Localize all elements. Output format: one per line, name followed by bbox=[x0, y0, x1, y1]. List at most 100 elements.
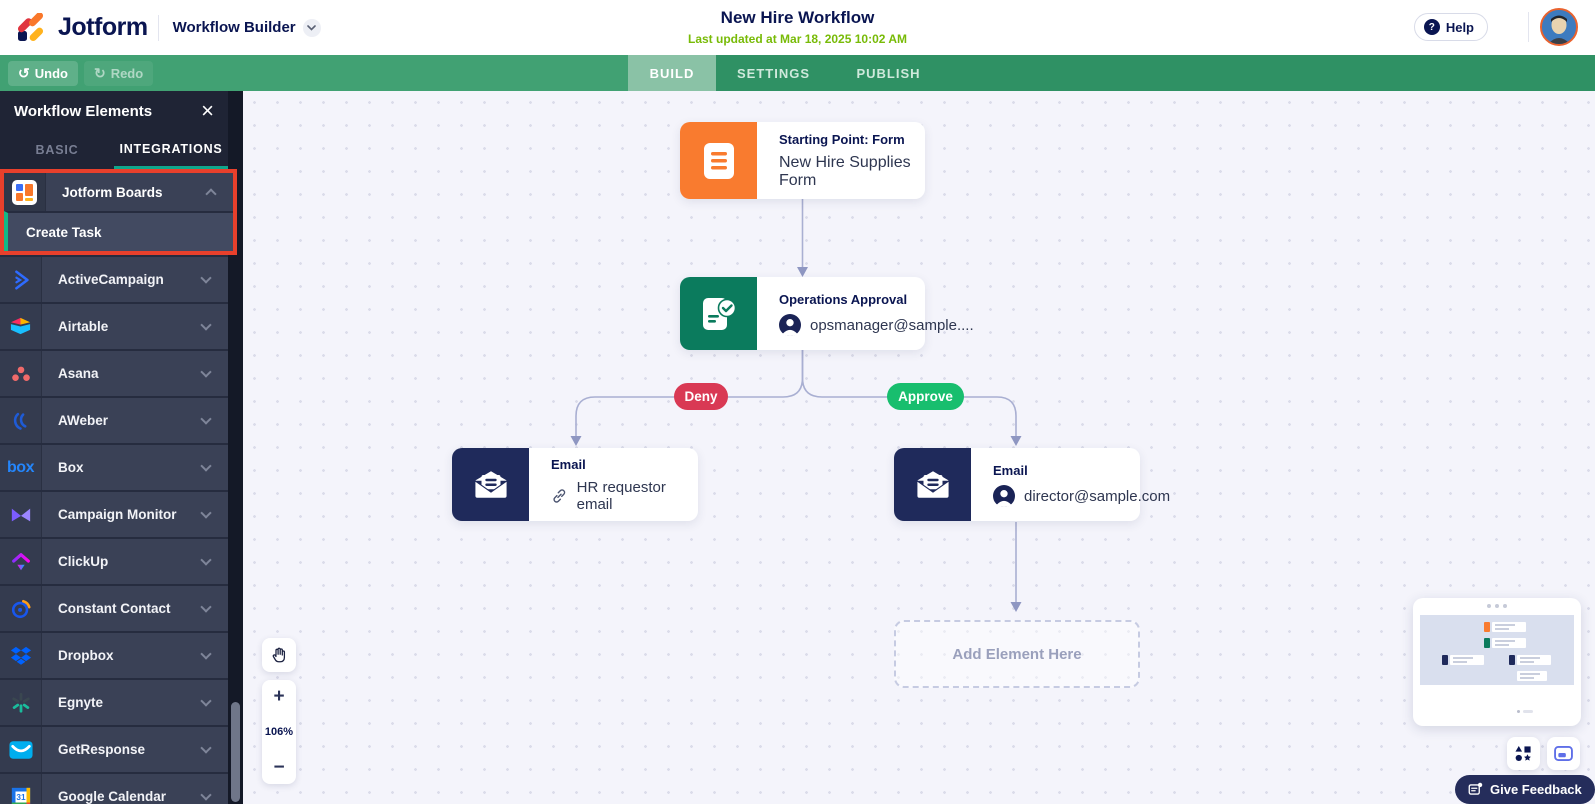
sidebar-item-activecampaign[interactable]: ActiveCampaign bbox=[0, 257, 228, 302]
zoom-in-button[interactable]: + bbox=[273, 686, 285, 707]
icon-cell: 31 bbox=[0, 774, 42, 804]
chevron-down-icon bbox=[200, 459, 212, 472]
zoom-out-button[interactable]: − bbox=[273, 757, 285, 778]
aweber-icon bbox=[13, 412, 26, 430]
tab-build[interactable]: BUILD bbox=[628, 55, 716, 91]
add-element-placeholder[interactable]: Add Element Here bbox=[894, 620, 1140, 688]
chevron-down-icon bbox=[200, 271, 212, 284]
redo-icon: ↻ bbox=[93, 65, 106, 81]
elements-shortcut-button[interactable] bbox=[1507, 737, 1540, 770]
branch-deny-pill[interactable]: Deny bbox=[674, 383, 728, 410]
node-operations-approval[interactable]: Operations Approval opsmanager@sample...… bbox=[680, 277, 974, 350]
user-avatar-icon bbox=[779, 314, 801, 336]
sidebar-item-getresponse[interactable]: GetResponse bbox=[0, 727, 228, 772]
minimap-pager bbox=[1517, 710, 1533, 713]
branch-approve-pill[interactable]: Approve bbox=[887, 383, 964, 410]
node-subtitle: opsmanager@sample.... bbox=[810, 316, 974, 334]
sidebar-item-box[interactable]: box Box bbox=[0, 445, 228, 490]
chevron-down-icon bbox=[200, 788, 212, 801]
node-title: Email bbox=[993, 463, 1028, 478]
undo-button[interactable]: ↺ Undo bbox=[8, 60, 78, 86]
node-title: Email bbox=[551, 457, 586, 472]
avatar[interactable] bbox=[1540, 8, 1578, 46]
chevron-down-icon bbox=[200, 506, 212, 519]
product-switcher-button[interactable] bbox=[302, 18, 321, 37]
sidebar-item-dropbox[interactable]: Dropbox bbox=[0, 633, 228, 678]
icon-cell bbox=[0, 257, 42, 302]
node-body: Email director@sample.com bbox=[971, 448, 1184, 521]
jotform-boards-icon bbox=[12, 179, 37, 205]
give-feedback-button[interactable]: Give Feedback bbox=[1455, 775, 1595, 804]
integration-label: ActiveCampaign bbox=[58, 272, 164, 287]
sidebar-item-egnyte[interactable]: Egnyte bbox=[0, 680, 228, 725]
node-subtitle: New Hire Supplies Form bbox=[779, 154, 911, 189]
minimap[interactable] bbox=[1413, 598, 1581, 726]
pan-tool-button[interactable] bbox=[262, 638, 296, 672]
sidebar: Workflow Elements × BASIC INTEGRATIONS J… bbox=[0, 91, 243, 804]
icon-cell bbox=[0, 727, 42, 772]
product-switcher[interactable]: Workflow Builder bbox=[172, 19, 296, 36]
activecampaign-icon bbox=[14, 269, 29, 290]
form-icon bbox=[680, 122, 757, 199]
chevron-down-icon bbox=[200, 412, 212, 425]
integration-label: Campaign Monitor bbox=[58, 507, 177, 522]
sidebar-tabs: BASIC INTEGRATIONS bbox=[0, 131, 228, 169]
redo-button[interactable]: ↻ Redo bbox=[83, 60, 154, 86]
sidebar-item-jotform-boards[interactable]: Jotform Boards bbox=[4, 173, 233, 211]
chevron-down-icon bbox=[200, 365, 212, 378]
egnyte-icon bbox=[11, 692, 30, 713]
integration-label: Constant Contact bbox=[58, 601, 171, 616]
sidebar-item-constant-contact[interactable]: Constant Contact bbox=[0, 586, 228, 631]
integration-label: Google Calendar bbox=[58, 789, 167, 804]
page-title: New Hire Workflow bbox=[720, 8, 875, 27]
undo-icon: ↺ bbox=[18, 65, 30, 81]
tab-integrations[interactable]: INTEGRATIONS bbox=[114, 131, 228, 169]
help-button[interactable]: ? Help bbox=[1413, 13, 1488, 41]
feedback-icon bbox=[1468, 782, 1483, 795]
tab-basic[interactable]: BASIC bbox=[35, 143, 79, 157]
shapes-icon bbox=[1515, 745, 1531, 762]
help-label: Help bbox=[1445, 19, 1474, 35]
minimap-toggle-button[interactable] bbox=[1547, 737, 1580, 770]
integration-label: Box bbox=[58, 460, 84, 475]
workflow-title-block: New Hire Workflow Last updated at Mar 18… bbox=[688, 8, 907, 46]
toolbar: ↺ Undo ↻ Redo BUILD SETTINGS PUBLISH bbox=[0, 55, 1595, 91]
node-starting-point[interactable]: Starting Point: Form New Hire Supplies F… bbox=[680, 122, 925, 199]
brand[interactable]: Jotform bbox=[0, 12, 148, 43]
icon-cell bbox=[0, 633, 42, 678]
sidebar-item-aweber[interactable]: AWeber bbox=[0, 398, 228, 443]
chevron-down-icon bbox=[200, 553, 212, 566]
app-header: Jotform Workflow Builder New Hire Workfl… bbox=[0, 0, 1595, 55]
avatar-face bbox=[1542, 10, 1576, 44]
tab-publish[interactable]: PUBLISH bbox=[856, 65, 921, 81]
email-icon bbox=[894, 448, 971, 521]
sidebar-item-campaign-monitor[interactable]: Campaign Monitor bbox=[0, 492, 228, 537]
getresponse-icon bbox=[8, 740, 33, 759]
sidebar-item-google-calendar[interactable]: 31 Google Calendar bbox=[0, 774, 228, 804]
node-body: Operations Approval opsmanager@sample...… bbox=[757, 277, 988, 350]
tab-settings[interactable]: SETTINGS bbox=[736, 65, 810, 81]
header-divider bbox=[157, 14, 159, 41]
icon-cell bbox=[0, 680, 42, 725]
integration-label: Dropbox bbox=[58, 648, 114, 663]
sidebar-item-clickup[interactable]: ClickUp bbox=[0, 539, 228, 584]
zoom-level: 106% bbox=[264, 726, 294, 738]
node-email-deny[interactable]: Email HR requestor email bbox=[452, 448, 698, 521]
integration-label: Airtable bbox=[58, 319, 109, 334]
sidebar-item-create-task[interactable]: Create Task bbox=[4, 211, 233, 251]
user-avatar-icon bbox=[993, 485, 1015, 507]
node-subtitle: HR requestor email bbox=[576, 479, 666, 513]
workflow-canvas[interactable]: Starting Point: Form New Hire Supplies F… bbox=[243, 91, 1595, 804]
sidebar-item-asana[interactable]: Asana bbox=[0, 351, 228, 396]
hand-icon bbox=[272, 647, 286, 663]
icon-cell bbox=[0, 398, 42, 443]
chevron-down-icon bbox=[200, 741, 212, 754]
sidebar-item-airtable[interactable]: Airtable bbox=[0, 304, 228, 349]
link-icon bbox=[553, 489, 566, 503]
minimap-viewport bbox=[1420, 615, 1574, 685]
sidebar-scrollbar[interactable] bbox=[231, 702, 240, 802]
integration-label: Egnyte bbox=[58, 695, 104, 710]
node-email-approve[interactable]: Email director@sample.com bbox=[894, 448, 1170, 521]
icon-cell bbox=[0, 351, 42, 396]
close-icon[interactable]: × bbox=[201, 98, 214, 123]
